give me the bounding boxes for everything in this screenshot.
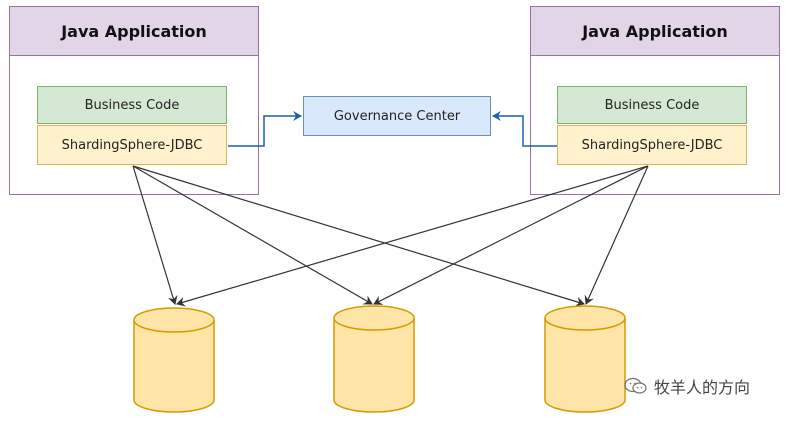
shardingsphere-jdbc-left: ShardingSphere-JDBC	[37, 125, 227, 165]
database-2	[333, 305, 415, 413]
link-left-to-db-2	[132, 165, 373, 305]
link-left-to-governance	[228, 111, 302, 147]
link-right-to-governance	[492, 111, 557, 147]
link-right-to-db-1	[176, 165, 649, 307]
link-left-to-db-3	[132, 165, 585, 307]
link-left-to-db-1	[132, 165, 178, 305]
link-right-to-db-2	[373, 165, 649, 305]
link-right-to-db-3	[584, 165, 649, 305]
wechat-icon	[624, 377, 647, 394]
database-1	[133, 307, 215, 413]
shardingsphere-jdbc-right: ShardingSphere-JDBC	[557, 125, 747, 165]
business-code-left: Business Code	[37, 86, 227, 124]
app-title: Java Application	[531, 7, 779, 56]
database-3	[544, 305, 626, 413]
business-code-right: Business Code	[557, 86, 747, 124]
app-title: Java Application	[10, 7, 258, 56]
watermark: 牧羊人的方向	[624, 374, 750, 398]
governance-center: Governance Center	[303, 96, 491, 136]
watermark-text: 牧羊人的方向	[654, 378, 751, 397]
